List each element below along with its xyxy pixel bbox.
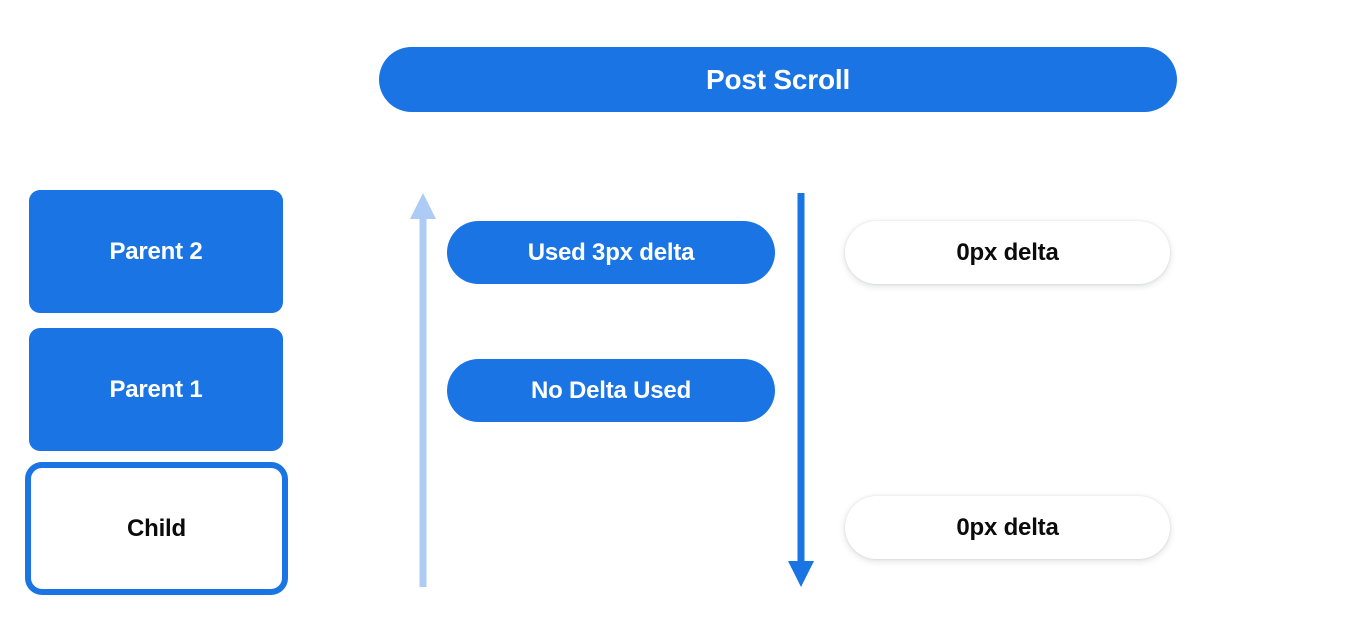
scroll-down-arrow-icon xyxy=(788,193,814,587)
frame-label-parent-2: Parent 2 xyxy=(109,237,203,265)
frame-box-child: Child xyxy=(25,462,288,595)
scroll-up-arrow-icon xyxy=(410,193,436,587)
pill-label-used-3px-delta: Used 3px delta xyxy=(527,238,695,266)
pill-remaining-delta-top: 0px delta xyxy=(845,221,1170,284)
pill-label-remaining-delta-top: 0px delta xyxy=(956,238,1059,266)
frame-box-parent-2: Parent 2 xyxy=(29,190,283,313)
pill-no-delta-used: No Delta Used xyxy=(447,359,775,422)
post-scroll-title-bar: Post Scroll xyxy=(379,47,1177,112)
frame-box-parent-1: Parent 1 xyxy=(29,328,283,451)
pill-used-3px-delta: Used 3px delta xyxy=(447,221,775,284)
page-title: Post Scroll xyxy=(705,63,851,95)
pill-label-remaining-delta-bottom: 0px delta xyxy=(956,513,1059,541)
pill-label-no-delta-used: No Delta Used xyxy=(530,376,692,404)
frame-label-parent-1: Parent 1 xyxy=(109,375,203,403)
frame-label-child: Child xyxy=(127,514,186,542)
pill-remaining-delta-bottom: 0px delta xyxy=(845,496,1170,559)
